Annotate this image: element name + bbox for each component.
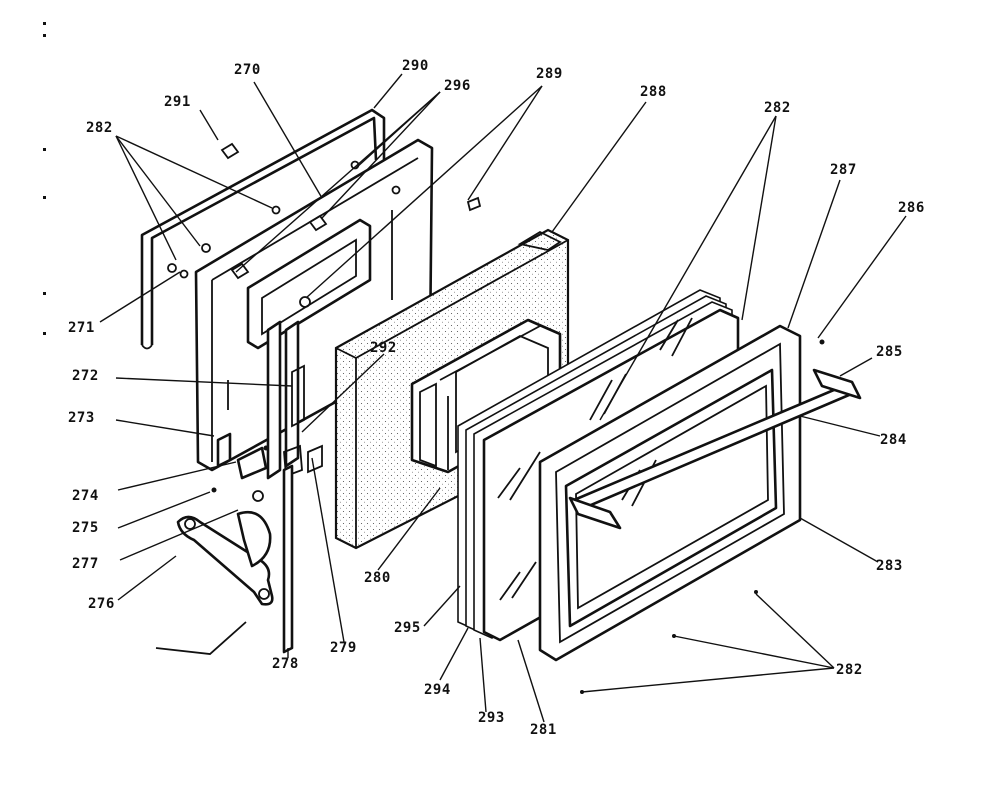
callout-294: 294 (424, 682, 451, 698)
callout-295: 295 (394, 620, 421, 636)
callout-283: 283 (876, 558, 903, 574)
callout-277: 277 (72, 556, 99, 572)
callout-292: 292 (370, 340, 397, 356)
callout-279: 279 (330, 640, 357, 656)
outer-door-frame-283 (538, 324, 802, 662)
callout-270: 270 (234, 62, 261, 78)
callout-282-bottom: 282 (836, 662, 863, 678)
callout-280: 280 (364, 570, 391, 586)
callout-296: 296 (444, 78, 471, 94)
callout-287: 287 (830, 162, 857, 178)
callout-290: 290 (402, 58, 429, 74)
hinge-assembly (211, 320, 323, 654)
callout-271: 271 (68, 320, 95, 336)
callout-284: 284 (880, 432, 907, 448)
callout-272: 272 (72, 368, 99, 384)
door-handle-284 (568, 339, 862, 530)
callout-282-top-left: 282 (86, 120, 113, 136)
inner-door-panel-270 (194, 138, 434, 472)
callout-274: 274 (72, 488, 99, 504)
callout-278: 278 (272, 656, 299, 672)
leader-lines (99, 73, 907, 723)
callout-275: 275 (72, 520, 99, 536)
callout-282-top-right: 282 (764, 100, 791, 116)
callout-289: 289 (536, 66, 563, 82)
margin-marks (43, 22, 46, 335)
callout-291: 291 (164, 94, 191, 110)
callout-281: 281 (530, 722, 557, 738)
callout-293: 293 (478, 710, 505, 726)
callout-273: 273 (68, 410, 95, 426)
hinge-link-276 (155, 510, 274, 655)
fasteners (167, 142, 482, 280)
callout-288: 288 (640, 84, 667, 100)
callout-285: 285 (876, 344, 903, 360)
callout-276: 276 (88, 596, 115, 612)
callout-286: 286 (898, 200, 925, 216)
